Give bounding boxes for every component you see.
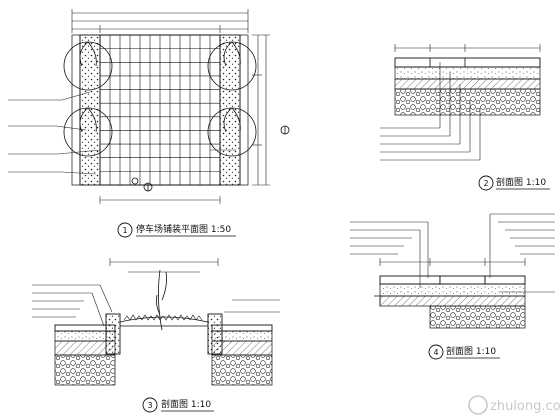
caption-3: 3 剖面图 1:10 xyxy=(142,397,214,413)
plan-top-dimensions xyxy=(71,9,249,33)
section-4-leaders xyxy=(350,213,555,293)
section-drawing-2: 2 剖面图 1:10 xyxy=(380,44,550,191)
plan-annotation-leaders xyxy=(8,91,236,175)
plan-right-dimensions xyxy=(252,34,270,186)
plan-tree-symbols xyxy=(63,41,257,157)
plan-bottom-dimensions xyxy=(99,196,221,204)
section-2-leaders xyxy=(380,62,481,161)
section-drawing-4: 4 剖面图 1:10 xyxy=(350,213,555,360)
plan-drawing: 1 停车场铺装平面图 1:50 xyxy=(8,9,290,238)
caption-2: 2 剖面图 1:10 xyxy=(478,175,550,191)
svg-text:1: 1 xyxy=(122,226,127,235)
svg-text:2: 2 xyxy=(483,179,488,188)
svg-text:剖面图 1:10: 剖面图 1:10 xyxy=(496,176,546,188)
section-drawing-3: 3 剖面图 1:10 xyxy=(32,258,280,413)
plan-paver-grid xyxy=(99,34,221,186)
caption-4: 4 剖面图 1:10 xyxy=(428,344,500,360)
svg-text:停车场铺装平面图 1:50: 停车场铺装平面图 1:50 xyxy=(136,223,231,235)
watermark: zhulong.com xyxy=(468,395,560,415)
svg-text:zhulong.com: zhulong.com xyxy=(490,399,560,414)
caption-1: 1 停车场铺装平面图 1:50 xyxy=(117,222,236,238)
section-3-leaders xyxy=(32,284,280,327)
svg-text:剖面图 1:10: 剖面图 1:10 xyxy=(161,398,211,410)
svg-text:3: 3 xyxy=(147,401,152,410)
svg-text:剖面图 1:10: 剖面图 1:10 xyxy=(446,345,496,357)
svg-text:4: 4 xyxy=(433,348,438,357)
plan-section-markers xyxy=(131,125,290,192)
